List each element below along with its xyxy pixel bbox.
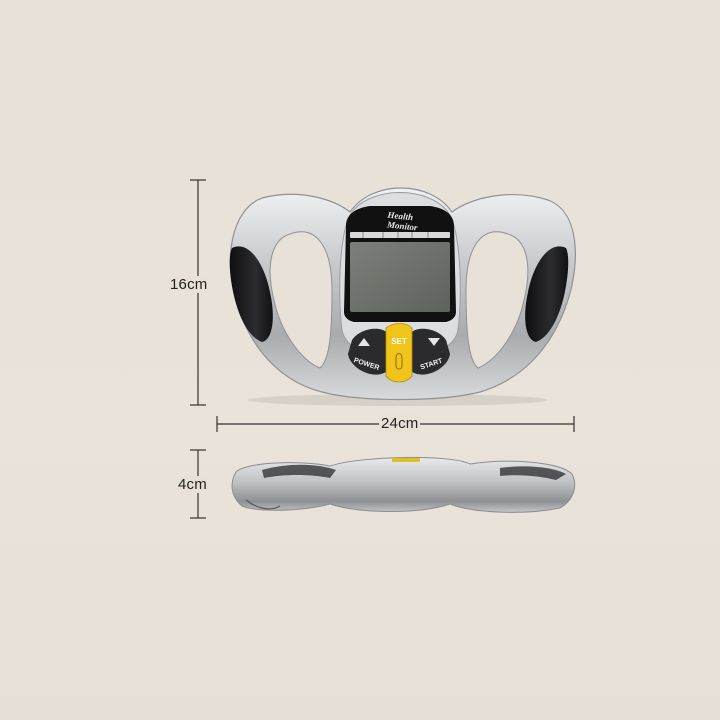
right-handle-opening — [465, 231, 529, 369]
start-down-button[interactable] — [412, 328, 450, 375]
left-handle-opening — [269, 231, 333, 369]
up-arrow-icon — [358, 338, 370, 346]
brand-line2: Monitor — [386, 219, 419, 232]
set-button-label: SET — [391, 337, 407, 346]
device-front-view: Health Monitor SET POWER START — [229, 187, 576, 406]
lcd-display — [350, 242, 450, 312]
left-grip-electrode — [229, 246, 273, 342]
down-arrow-icon — [428, 338, 440, 346]
hand-icon — [395, 353, 403, 370]
width-dimension-label: 24cm — [379, 415, 421, 432]
indicator-strip — [350, 232, 450, 238]
height-dimension-label: 16cm — [168, 276, 210, 293]
depth-dimension-label: 4cm — [176, 476, 209, 493]
set-button-edge — [392, 458, 420, 462]
device-side-body — [231, 456, 576, 513]
power-up-button[interactable] — [348, 328, 386, 375]
right-grip-electrode — [525, 246, 569, 342]
device-side-view — [231, 456, 576, 513]
set-button[interactable] — [385, 323, 413, 383]
brand-line1: Health — [386, 210, 413, 223]
